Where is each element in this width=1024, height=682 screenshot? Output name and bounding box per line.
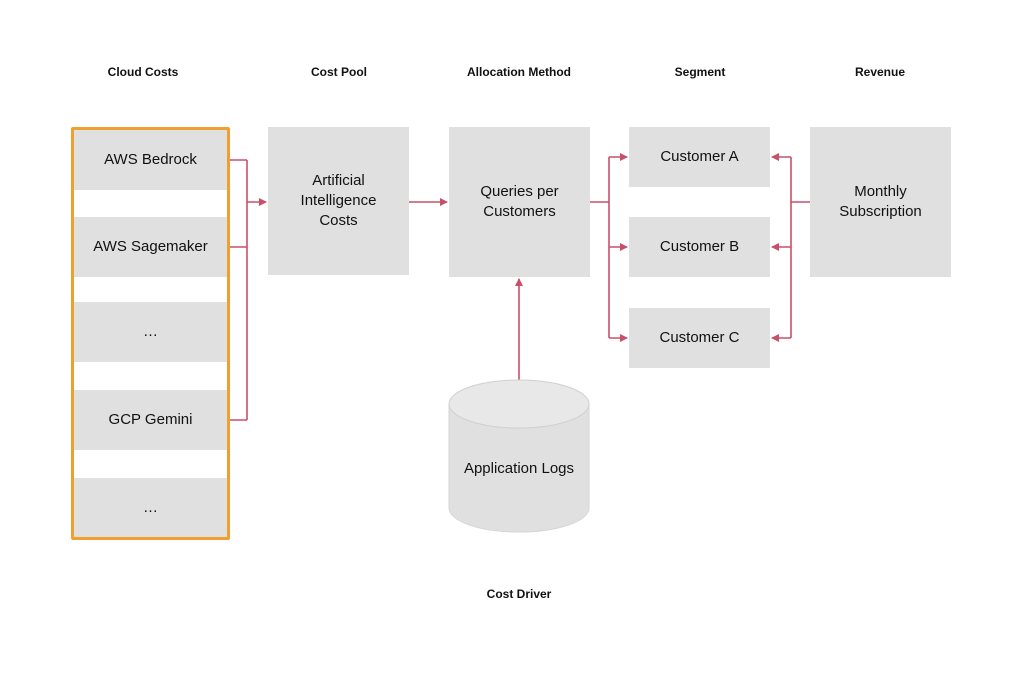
allocation-method-box: Queries per Customers <box>449 127 590 277</box>
header-segment: Segment <box>674 65 726 79</box>
header-cost-driver: Cost Driver <box>486 587 552 601</box>
segment-customer-c: Customer C <box>629 308 770 368</box>
cloud-item-ellipsis-1: … <box>74 302 227 362</box>
revenue-box: Monthly Subscription <box>810 127 951 277</box>
header-cloud-costs: Cloud Costs <box>107 65 179 79</box>
application-logs-label: Application Logs <box>463 460 575 477</box>
cloud-costs-group <box>71 127 230 540</box>
segment-customer-b: Customer B <box>629 217 770 277</box>
cost-pool-box: Artificial Intelligence Costs <box>268 127 409 275</box>
header-cost-pool: Cost Pool <box>311 65 367 79</box>
cloud-item-gcp-gemini: GCP Gemini <box>74 390 227 450</box>
application-logs-cylinder <box>448 379 590 533</box>
cloud-item-aws-bedrock: AWS Bedrock <box>74 130 227 190</box>
cloud-item-ellipsis-2: … <box>74 478 227 537</box>
segment-customer-a: Customer A <box>629 127 770 187</box>
header-allocation-method: Allocation Method <box>467 65 571 79</box>
header-revenue: Revenue <box>854 65 906 79</box>
cloud-item-aws-sagemaker: AWS Sagemaker <box>74 217 227 277</box>
